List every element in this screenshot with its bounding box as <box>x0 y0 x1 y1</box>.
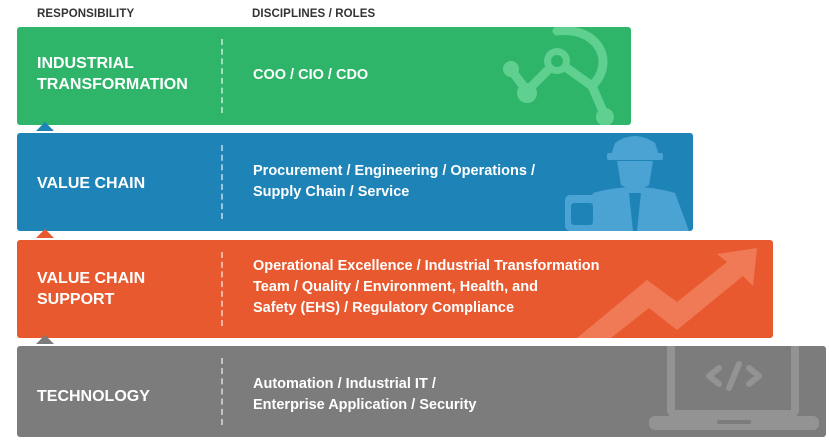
tier-value-chain: VALUE CHAIN Procurement / Engineering / … <box>17 133 693 231</box>
dashed-divider <box>221 358 223 425</box>
roles-label: Automation / Industrial IT / Enterprise … <box>253 376 477 413</box>
worker-hardhat-icon <box>565 136 689 231</box>
responsibility-label: VALUE CHAIN <box>37 175 146 192</box>
roles-label: Procurement / Engineering / Operations /… <box>253 163 535 200</box>
tier-value-chain-support: VALUE CHAIN SUPPORT Operational Excellen… <box>17 240 773 338</box>
roles-label: COO / CIO / CDO <box>253 67 369 83</box>
tier-connector-arrow <box>36 335 54 344</box>
trend-up-arrow-icon <box>577 248 757 338</box>
responsibility-label: VALUE CHAIN SUPPORT <box>37 270 146 308</box>
responsibility-label: INDUSTRIAL TRANSFORMATION <box>37 55 188 93</box>
dashed-divider <box>221 39 223 113</box>
responsibility-label: TECHNOLOGY <box>37 388 150 405</box>
tier-technology: TECHNOLOGY Automation / Industrial IT / … <box>17 346 826 437</box>
tier-connector-arrow <box>36 229 54 238</box>
dashed-divider <box>221 252 223 326</box>
tier-connector-arrow <box>36 122 54 131</box>
column-header-responsibility: RESPONSIBILITY <box>37 8 135 20</box>
dashed-divider <box>221 145 223 219</box>
laptop-code-icon <box>649 346 819 430</box>
network-nodes-icon <box>503 27 614 125</box>
roles-label: Operational Excellence / Industrial Tran… <box>253 258 600 316</box>
tier-industrial-transformation: INDUSTRIAL TRANSFORMATION COO / CIO / CD… <box>17 27 631 125</box>
column-header-disciplines: DISCIPLINES / ROLES <box>252 8 376 20</box>
